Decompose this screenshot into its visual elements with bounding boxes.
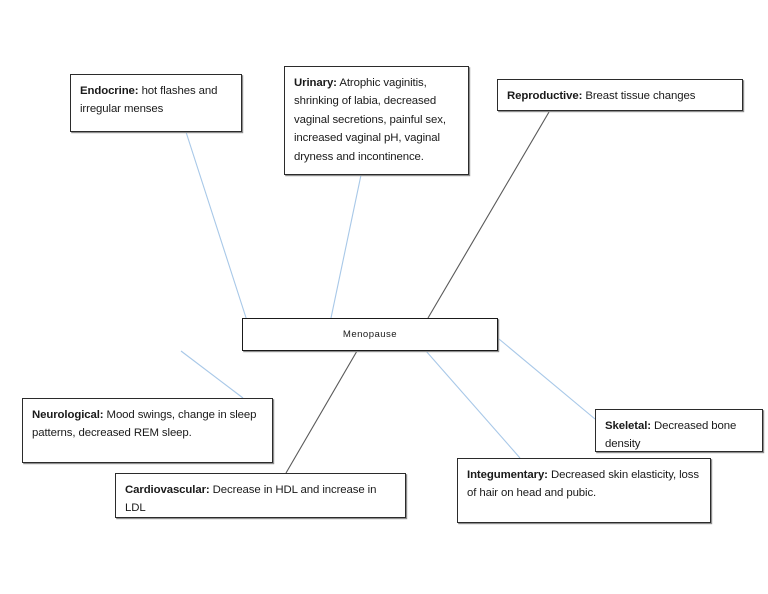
node-endocrine[interactable]: Endocrine: hot flashes and irregular men… — [70, 74, 242, 132]
connector-skeletal — [498, 338, 596, 420]
node-skeletal[interactable]: Skeletal: Decreased bone density — [595, 409, 763, 452]
node-endocrine-category: Endocrine: — [80, 85, 139, 97]
node-cardiovascular-detail: Decrease in HDL and increase in LDL — [125, 484, 377, 515]
node-menopause-label: Menopause — [342, 328, 398, 340]
node-endocrine-detail: hot flashes and irregular menses — [80, 85, 218, 116]
node-integumentary[interactable]: Integumentary: Decreased skin elasticity… — [457, 458, 711, 523]
node-skeletal-category: Skeletal: — [605, 420, 651, 432]
node-urinary[interactable]: Urinary: Atrophic vaginitis, shrinking o… — [284, 66, 469, 175]
connector-integumentary — [425, 350, 521, 459]
node-urinary-category: Urinary: — [294, 77, 337, 89]
node-reproductive-category: Reproductive: — [507, 90, 583, 102]
node-reproductive-detail: Breast tissue changes — [582, 90, 696, 102]
connector-cardiovascular — [285, 350, 358, 474]
node-urinary-detail: Atrophic vaginitis, shrinking of labia, … — [294, 77, 446, 163]
connector-urinary — [330, 174, 362, 319]
node-integumentary-detail: Decreased skin elasticity, loss of hair … — [467, 469, 699, 500]
node-skeletal-detail: Decreased bone density — [605, 420, 737, 451]
node-neurological[interactable]: Neurological: Mood swings, change in sle… — [22, 398, 273, 463]
node-neurological-category: Neurological: — [32, 409, 104, 421]
node-neurological-detail: Mood swings, change in sleep patterns, d… — [32, 409, 257, 440]
node-integumentary-category: Integumentary: — [467, 469, 548, 481]
node-cardiovascular-category: Cardiovascular: — [125, 484, 210, 496]
node-menopause-center[interactable]: Menopause — [242, 318, 498, 351]
node-cardiovascular[interactable]: Cardiovascular: Decrease in HDL and incr… — [115, 473, 406, 518]
connector-endocrine — [185, 131, 250, 328]
node-reproductive[interactable]: Reproductive: Breast tissue changes — [497, 79, 743, 111]
connector-neurological — [180, 350, 244, 399]
